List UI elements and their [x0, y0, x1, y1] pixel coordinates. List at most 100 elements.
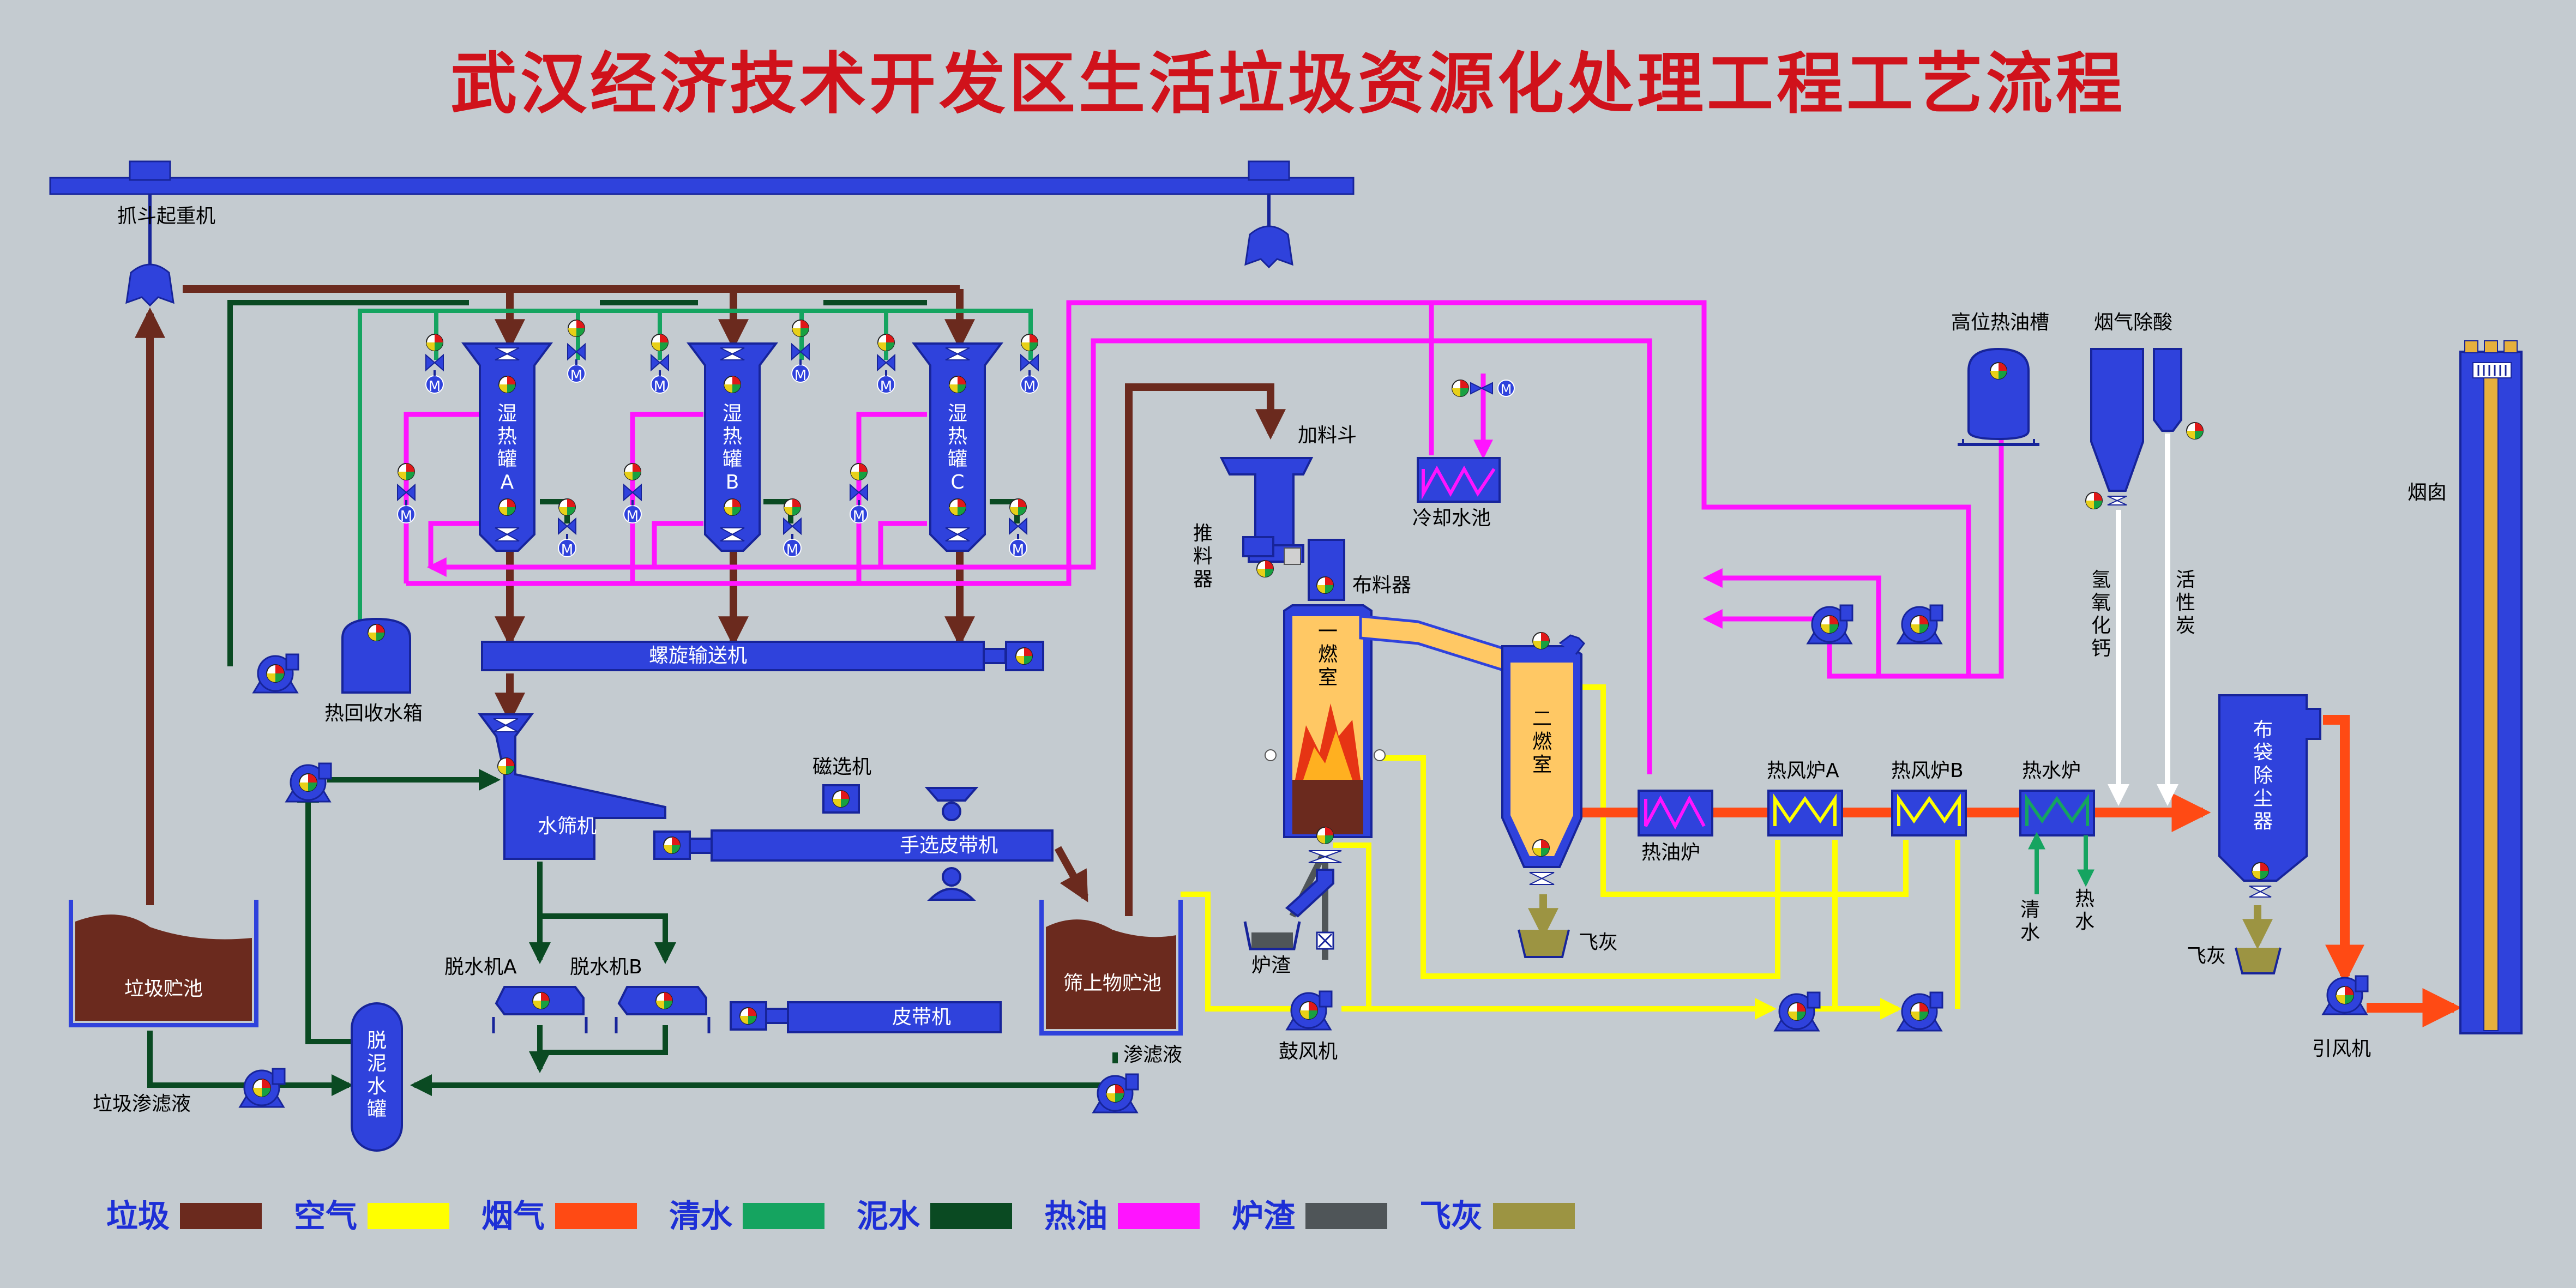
- screw-conveyor: 螺旋输送机: [481, 641, 1044, 671]
- svg-text:袋: 袋: [2253, 742, 2273, 764]
- chimney: 烟囱: [2408, 340, 2523, 1034]
- worker-icon: [942, 867, 961, 887]
- svg-text:皮带机: 皮带机: [892, 1006, 951, 1028]
- hot-oil-furnace: 热油炉: [1638, 790, 1713, 864]
- svg-text:热风炉A: 热风炉A: [1767, 760, 1839, 782]
- air-lines: [1181, 684, 1960, 1020]
- svg-text:筛上物贮池: 筛上物贮池: [1063, 972, 1161, 995]
- legend-swatch: [555, 1203, 637, 1229]
- grab-bucket-icon: [125, 263, 174, 307]
- svg-text:室: 室: [1318, 666, 1338, 689]
- crane-rail: [49, 177, 1355, 195]
- svg-text:飞灰: 飞灰: [2187, 945, 2226, 967]
- svg-text:垃圾贮池: 垃圾贮池: [124, 978, 203, 1000]
- svg-text:泥: 泥: [367, 1052, 387, 1075]
- mud-water-lines: [147, 300, 1118, 1096]
- hot-air-furnace-b: 热风炉B: [1891, 760, 1967, 836]
- legend-label: 热油: [1044, 1197, 1108, 1235]
- secondary-combustion-chamber: 二 燃 室: [1501, 632, 1585, 885]
- heat-recovery-label: 热回收水箱: [324, 702, 423, 725]
- svg-text:燃: 燃: [1318, 643, 1338, 666]
- svg-text:钙: 钙: [2091, 637, 2111, 660]
- hot-air-furnace-a: 热风炉A: [1767, 760, 1843, 836]
- svg-text:热油炉: 热油炉: [1641, 841, 1700, 864]
- svg-text:尘: 尘: [2253, 787, 2273, 810]
- svg-text:热: 热: [497, 425, 517, 448]
- svg-text:冷却水池: 冷却水池: [1412, 507, 1491, 529]
- svg-text:热风炉B: 热风炉B: [1891, 760, 1964, 782]
- legend-swatch: [1493, 1203, 1575, 1229]
- svg-text:一: 一: [1318, 621, 1338, 643]
- crane: 抓斗起重机: [49, 160, 1355, 307]
- svg-text:除: 除: [2253, 765, 2273, 787]
- svg-text:垃圾渗滤液: 垃圾渗滤液: [93, 1093, 191, 1115]
- svg-text:湿: 湿: [497, 402, 517, 425]
- svg-text:脱水机B: 脱水机B: [570, 956, 642, 978]
- svg-text:水: 水: [2020, 922, 2040, 944]
- svg-text:器: 器: [2253, 810, 2273, 833]
- chemical-lines: [2108, 434, 2178, 806]
- legend-swatch: [743, 1203, 824, 1229]
- svg-text:性: 性: [2176, 592, 2195, 614]
- fly-ash-bucket: 飞灰: [1518, 929, 1618, 958]
- svg-text:燃: 燃: [1532, 731, 1552, 753]
- dewater-machine-b: 脱水机B: [570, 956, 711, 1033]
- dewater-machine-a: 脱水机A: [444, 956, 588, 1033]
- bag-filter: 布 袋 除 尘 器: [2218, 694, 2321, 898]
- fly-ash-bucket-2: 飞灰: [2187, 945, 2282, 974]
- primary-combustion-chamber: 一 燃 室: [1265, 604, 1386, 950]
- svg-text:烟气除酸: 烟气除酸: [2094, 311, 2172, 334]
- svg-text:氧: 氧: [2091, 592, 2111, 614]
- svg-text:高位热油槽: 高位热油槽: [1951, 311, 2049, 334]
- legend-label: 清水: [669, 1197, 733, 1235]
- svg-text:渗滤液: 渗滤液: [1123, 1044, 1182, 1066]
- wet-heat-tank-a: 湿 热 罐 A: [462, 342, 552, 552]
- legend-swatch: [930, 1203, 1012, 1229]
- svg-text:活: 活: [2176, 569, 2195, 591]
- svg-text:布: 布: [2253, 719, 2273, 741]
- svg-text:热水炉: 热水炉: [2022, 760, 2081, 782]
- svg-text:C: C: [950, 471, 964, 493]
- cooling-pool: M 冷却水池: [1412, 380, 1515, 529]
- svg-text:罐: 罐: [367, 1098, 387, 1121]
- svg-text:湿: 湿: [723, 402, 742, 425]
- legend-label: 炉渣: [1232, 1197, 1296, 1235]
- svg-text:二: 二: [1532, 708, 1552, 730]
- feed-hopper: 加料斗 推 料 器: [1193, 424, 1357, 591]
- svg-text:化: 化: [2091, 615, 2111, 637]
- screen-residue-pit: 筛上物贮池 渗滤液: [1039, 900, 1183, 1114]
- hot-water-furnace: 热水炉 清 水 热 水: [2019, 760, 2095, 944]
- svg-text:M: M: [1501, 382, 1512, 397]
- mud-dewater-tank: 脱 泥 水 罐: [351, 1002, 403, 1152]
- svg-text:脱水机A: 脱水机A: [444, 956, 517, 978]
- slag-bucket: 炉渣: [1243, 921, 1301, 977]
- connecting-duct: [1359, 615, 1507, 673]
- induced-draft-fan: 引风机: [2312, 975, 2371, 1060]
- legend-label: 烟气: [482, 1197, 545, 1235]
- svg-text:水筛机: 水筛机: [538, 815, 597, 838]
- wet-heat-tank-c: 湿 热 罐 C: [913, 342, 1002, 552]
- legend-label: 空气: [294, 1197, 357, 1235]
- belt-conveyor: 皮带机: [730, 1001, 1002, 1033]
- svg-text:脱: 脱: [367, 1030, 387, 1052]
- svg-text:罐: 罐: [948, 448, 967, 471]
- svg-text:布料器: 布料器: [1352, 574, 1411, 597]
- distributor: 布料器: [1308, 539, 1411, 601]
- svg-text:水: 水: [367, 1075, 387, 1098]
- svg-text:料: 料: [1193, 545, 1213, 568]
- svg-text:磁选机: 磁选机: [812, 756, 871, 778]
- flue-deacid: 烟气除酸 氢 氧 化 钙 活 性 炭: [2085, 311, 2204, 660]
- legend-swatch: [180, 1203, 262, 1229]
- hot-oil-pumps: [1807, 604, 1943, 645]
- garbage-pit: 垃圾贮池 垃圾渗滤液: [69, 900, 286, 1115]
- svg-text:烟囱: 烟囱: [2408, 482, 2447, 504]
- svg-text:螺旋输送机: 螺旋输送机: [649, 645, 747, 667]
- svg-text:飞灰: 飞灰: [1579, 931, 1618, 954]
- wet-heat-tank-b: 湿 热 罐 B: [688, 342, 777, 552]
- blower: 鼓风机: [1279, 990, 1338, 1063]
- hot-oil-lines: [404, 300, 2004, 774]
- worker-icon: [924, 787, 979, 802]
- high-oil-tank: 高位热油槽: [1951, 311, 2049, 446]
- svg-text:热: 热: [2075, 888, 2094, 910]
